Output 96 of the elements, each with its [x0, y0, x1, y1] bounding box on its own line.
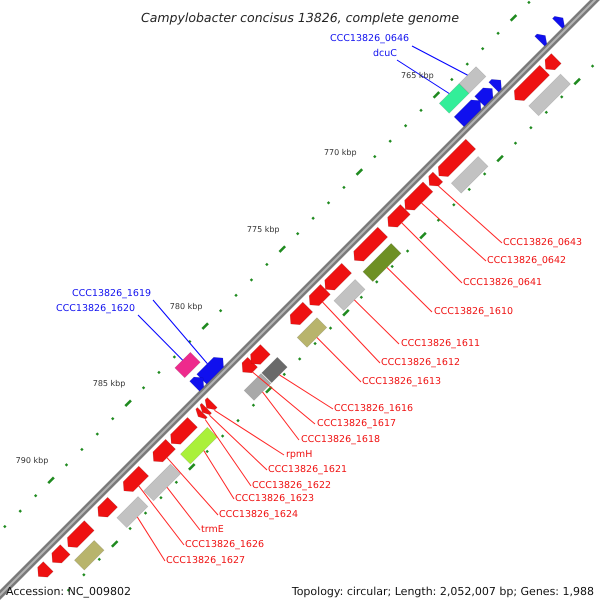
leader-line	[152, 300, 208, 364]
scale-label: 780 kbp	[170, 303, 202, 312]
gene-label: CCC13826_1613	[362, 377, 442, 386]
leader-line	[136, 516, 166, 562]
gene-feature	[544, 53, 562, 70]
gene-feature	[454, 100, 482, 128]
gene-label: CCC13826_1624	[219, 510, 298, 520]
title: Campylobacter concisus 13826, complete genome	[140, 12, 460, 24]
gene-label: CCC13826_1611	[401, 339, 480, 348]
leader-line	[412, 46, 468, 76]
gene-label: CCC13826_0642	[487, 256, 566, 266]
leader-line	[166, 486, 200, 530]
gene-feature	[353, 226, 388, 262]
gene-feature	[552, 16, 565, 29]
gene-label: dcuC	[373, 49, 397, 58]
gene-label: CCC13826_1623	[235, 494, 314, 504]
leader-line	[386, 266, 432, 312]
gene-feature	[200, 402, 212, 416]
gene-feature	[37, 561, 54, 578]
gene-label: CCC13826_1620	[56, 304, 136, 314]
gene-block	[296, 317, 328, 348]
gene-feature	[170, 416, 198, 445]
leader-line	[316, 336, 362, 382]
leader-line	[166, 457, 218, 516]
gene-block	[116, 496, 148, 528]
gene-label: CCC13826_1616	[334, 404, 414, 414]
gene-block	[450, 156, 488, 194]
leader-line	[214, 410, 284, 456]
gene-block	[244, 373, 272, 401]
gene-label: rpmH	[286, 450, 312, 460]
gene-block	[74, 540, 105, 571]
leader-line	[322, 302, 380, 364]
gene-feature	[122, 466, 150, 492]
gene-feature	[67, 520, 95, 548]
gene-feature	[196, 356, 224, 385]
leader-line	[396, 60, 450, 94]
leader-line	[138, 485, 184, 546]
gene-label: CCC13826_1621	[268, 465, 348, 474]
gene-feature	[97, 496, 118, 518]
gene-label: CCC13826_1622	[252, 481, 332, 490]
gene-feature	[250, 344, 271, 365]
leader-line	[262, 391, 300, 440]
leader-line	[208, 414, 268, 470]
gene-feature	[189, 376, 204, 392]
gene-feature	[290, 302, 314, 326]
scale-label: 775 kbp	[246, 226, 280, 234]
gene-block	[528, 74, 571, 116]
gene-label: CCC13826_1610	[434, 307, 514, 316]
scale-label: 785 kbp	[92, 380, 126, 388]
gene-label: CCC13826_1619	[72, 289, 152, 298]
gene-block	[362, 243, 402, 282]
gene-block	[143, 464, 181, 502]
leader-line	[278, 374, 334, 410]
gene-feature	[438, 138, 476, 177]
gene-feature	[488, 79, 502, 93]
scale-label: 790 kbp	[16, 457, 48, 466]
leader-line	[354, 299, 400, 344]
gene-feature	[204, 397, 218, 410]
gene-feature	[474, 88, 494, 107]
gene-label: CCC13826_1618	[301, 435, 380, 444]
gene-label: CCC13826_1612	[381, 358, 460, 368]
gene-label: CCC13826_1617	[317, 419, 396, 428]
gene-block	[333, 279, 366, 312]
leader-line	[252, 372, 316, 424]
accession-text: Accession: NC_009802	[6, 586, 132, 597]
gene-feature	[242, 356, 258, 374]
gene-feature	[152, 438, 176, 462]
gene-label: trmE	[201, 525, 224, 534]
gene-feature	[534, 34, 548, 47]
gene-label: CCC13826_0646	[330, 34, 410, 44]
gene-block	[261, 356, 288, 384]
gene-label: CCC13826_1627	[166, 556, 246, 566]
gene-block	[174, 352, 201, 378]
leader-line	[438, 186, 502, 244]
gene-feature	[51, 544, 71, 564]
gene-label: CCC13826_0641	[463, 278, 542, 288]
gene-label: CCC13826_0643	[503, 238, 582, 248]
gene-feature	[428, 172, 444, 186]
gene-feature	[404, 181, 434, 210]
scale-label: 765 kbp	[401, 72, 434, 80]
gene-feature	[195, 407, 208, 420]
leader-line	[138, 314, 184, 361]
gene-feature	[387, 204, 411, 228]
gene-feature	[324, 262, 352, 290]
leader-line	[203, 450, 234, 500]
leader-line	[421, 202, 486, 262]
scale-label: 770 kbp	[324, 148, 357, 157]
gene-feature	[308, 284, 331, 306]
gene-label: CCC13826_1626	[185, 540, 264, 550]
genome-info-text: Topology: circular; Length: 2,052,007 bp; Genes: 1,988	[292, 586, 594, 597]
gene-block	[458, 66, 486, 94]
gene-block	[438, 83, 470, 114]
leader-line	[204, 418, 252, 486]
gene-feature	[514, 64, 550, 101]
gene-block	[180, 426, 218, 464]
leader-line	[401, 222, 462, 284]
